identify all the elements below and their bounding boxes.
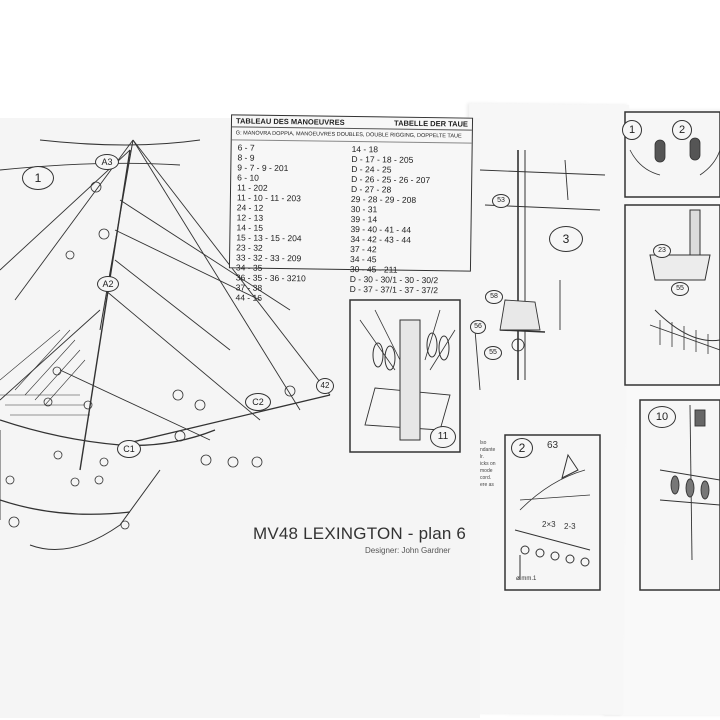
callout-58: 58 <box>485 290 503 304</box>
figure-3-label: 3 <box>549 226 583 252</box>
rope-table-entry: 44 - 16 <box>235 292 263 303</box>
figure-2-label: 2 <box>511 438 533 458</box>
callout-42: 42 <box>316 378 334 394</box>
callout-55-right: 55 <box>671 282 689 296</box>
figure-10-label: 10 <box>648 406 676 428</box>
label-2x3: 2×3 <box>542 520 556 529</box>
callout-c2: C2 <box>245 393 271 411</box>
callout-a2: A2 <box>97 276 119 292</box>
side-note-line: lr. <box>480 454 484 460</box>
rope-table: TABLEAU DES MANOEUVRES TABELLE DER TAUE … <box>228 114 474 303</box>
side-note-line: ndante <box>480 447 496 453</box>
designer-credit: Designer: John Gardner <box>365 546 451 555</box>
label-63: 63 <box>547 440 559 451</box>
rope-table-entry: D - 37 - 37/1 - 37 - 37/2 <box>349 283 439 296</box>
figure-11-label: 11 <box>430 426 456 448</box>
label-2-3: 2-3 <box>564 522 576 531</box>
callout-56: 56 <box>470 320 486 334</box>
figure-r1-label: 1 <box>622 120 642 140</box>
callout-a3: A3 <box>95 154 119 170</box>
side-note-line: mode <box>480 468 493 474</box>
figure-r2-label: 2 <box>672 120 692 140</box>
callout-23: 23 <box>653 244 671 258</box>
rope-table-header-right: TABELLE DER TAUE <box>394 118 469 129</box>
side-note-line: lso <box>480 440 487 446</box>
figure-1-label: 1 <box>22 166 54 190</box>
side-note-line: cord. <box>480 475 492 481</box>
label-mm: ø mm.1 <box>516 576 537 582</box>
callout-55: 55 <box>484 346 502 360</box>
callout-c1: C1 <box>117 440 141 458</box>
plan-title: MV48 LEXINGTON - plan 6 <box>253 524 467 543</box>
side-note-line: ere as <box>480 482 494 488</box>
callout-53: 53 <box>492 194 510 208</box>
rope-table-header-left: TABLEAU DES MANOEUVRES <box>235 116 345 127</box>
side-note-line: icks on <box>480 461 496 467</box>
